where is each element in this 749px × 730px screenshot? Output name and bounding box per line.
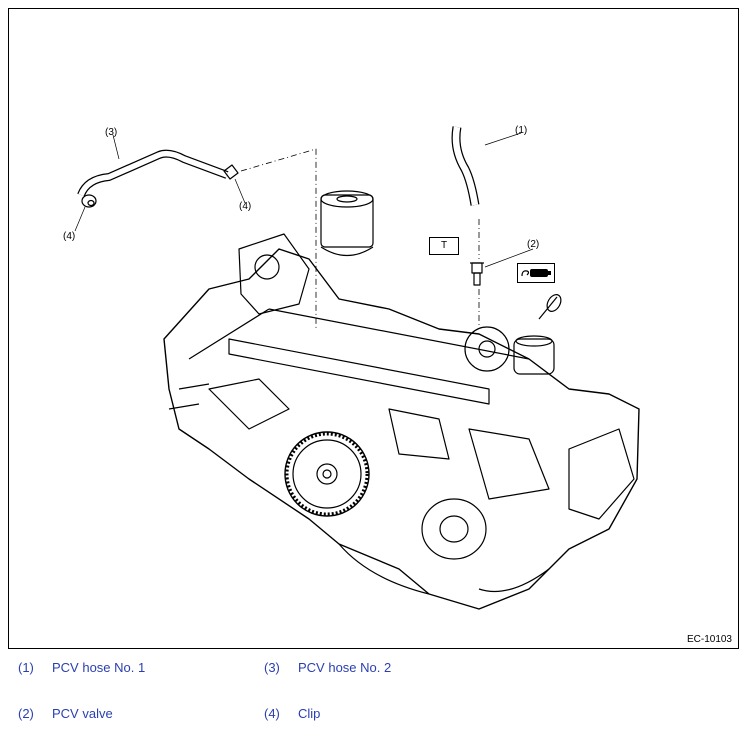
figure-id: EC-10103 <box>686 634 732 645</box>
engine-body <box>163 190 640 610</box>
pcv-hose-no1 <box>451 126 480 206</box>
engine-illustration <box>74 126 640 610</box>
diagram-frame: (3) (1) (2) (4) (4) T EC-10103 <box>8 8 739 649</box>
legend-item-1: (1) PCV hose No. 1 <box>18 660 145 675</box>
legend-label: PCV hose No. 2 <box>298 660 392 675</box>
legend-label: Clip <box>298 706 321 721</box>
callout-2: (2) <box>527 239 540 250</box>
callout-3: (3) <box>105 127 118 138</box>
callout-1: (1) <box>515 125 528 136</box>
legend-label: PCV hose No. 1 <box>52 660 146 675</box>
legend-num: (1) <box>18 660 34 675</box>
legend-item-4: (4) Clip <box>264 706 320 721</box>
pcv-hose-no2 <box>77 149 239 208</box>
pcv-valve <box>470 262 484 286</box>
legend-item-2: (2) PCV valve <box>18 706 113 721</box>
legend-num: (3) <box>264 660 280 675</box>
torque-icon: T <box>429 237 459 255</box>
sprocket-teeth <box>285 432 369 516</box>
legend-num: (4) <box>264 706 280 721</box>
legend-label: PCV valve <box>52 706 113 721</box>
leader-lines <box>74 132 534 268</box>
callout-4-left: (4) <box>63 231 76 242</box>
legend: (1) PCV hose No. 1 (2) PCV valve (3) PCV ho… <box>0 652 749 730</box>
legend-item-3: (3) PCV hose No. 2 <box>264 660 391 675</box>
legend-num: (2) <box>18 706 34 721</box>
sealant-icon <box>517 263 555 283</box>
torque-symbol: T <box>440 240 448 251</box>
callout-4-right: (4) <box>239 201 252 212</box>
